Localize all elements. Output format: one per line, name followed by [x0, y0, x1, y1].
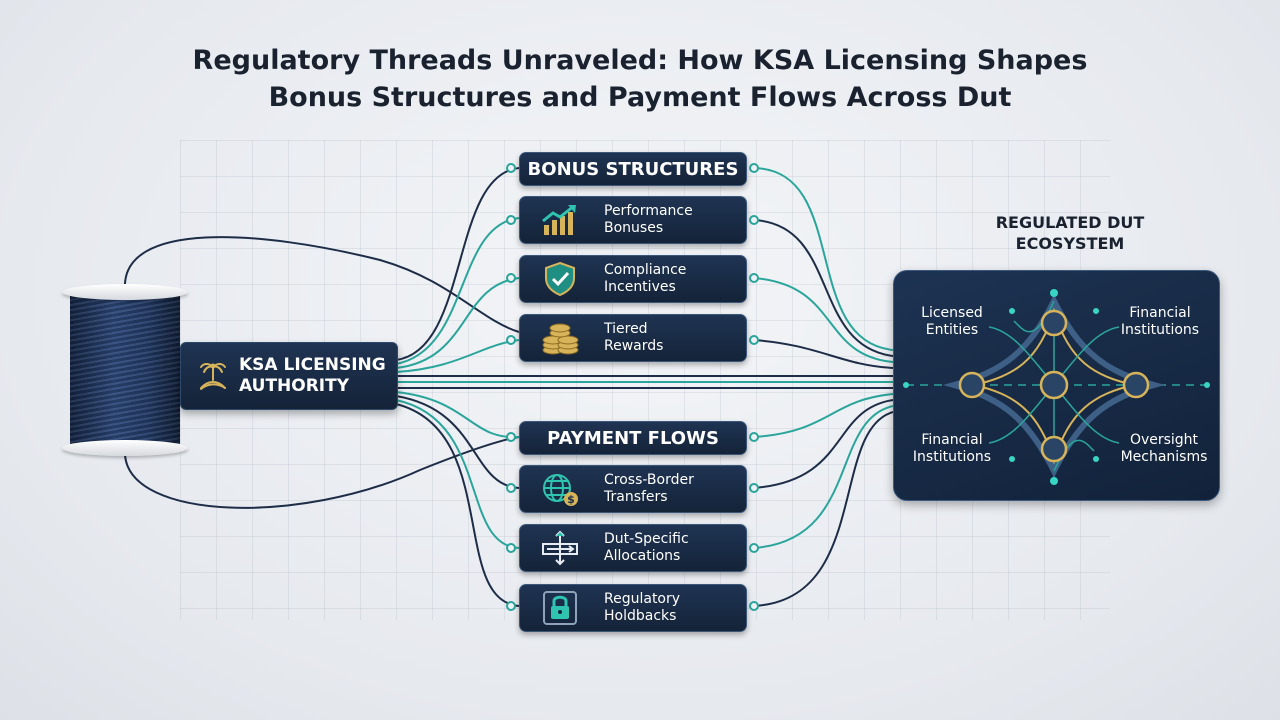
compliance-line-1: Compliance [604, 262, 687, 278]
allocation-arrows-icon [538, 530, 582, 566]
bonus-structures-header: BONUS STRUCTURES [519, 152, 747, 186]
performance-line-1: Performance [604, 203, 693, 219]
payment-flows-header: PAYMENT FLOWS [519, 421, 747, 455]
holdbacks-line-2: Holdbacks [604, 608, 677, 624]
tiered-rewards-card: Tiered Rewards [519, 314, 747, 362]
oversight-line-2: Mechanisms [1120, 449, 1208, 465]
globe-dollar-icon: $ [538, 471, 582, 507]
holdbacks-line-1: Regulatory [604, 591, 681, 607]
performance-bonuses-card: Performance Bonuses [519, 196, 747, 244]
cross-border-transfers-card: $ Cross-Border Transfers [519, 465, 747, 513]
compliance-incentives-card: Compliance Incentives [519, 255, 747, 303]
licensed-entities-label: Licensed Entities [912, 305, 992, 339]
authority-line-2: AUTHORITY [239, 376, 350, 396]
shield-check-icon [538, 261, 582, 297]
compliance-line-2: Incentives [604, 279, 676, 295]
title-line-2: Bonus Structures and Payment Flows Acros… [268, 82, 1012, 113]
fin-top-line-1: Financial [1129, 305, 1191, 321]
authority-label: KSA LICENSING AUTHORITY [239, 355, 386, 397]
oversight-line-1: Oversight [1129, 432, 1199, 448]
spool-bottom-flange [62, 440, 188, 456]
tiered-line-1: Tiered [604, 321, 648, 337]
tiered-line-2: Rewards [604, 338, 664, 354]
licensed-line-2: Entities [925, 322, 979, 338]
cross-border-line-1: Cross-Border [604, 472, 694, 488]
title-line-1: Regulatory Threads Unraveled: How KSA Li… [192, 45, 1088, 76]
payment-flows-heading: PAYMENT FLOWS [547, 427, 719, 449]
allocations-line-1: Dut-Specific [604, 531, 689, 547]
regulatory-holdbacks-card: Regulatory Holdbacks [519, 584, 747, 632]
ecosystem-title-line-2: ECOSYSTEM [1015, 234, 1125, 253]
fin-top-line-2: Institutions [1120, 322, 1200, 338]
dut-specific-allocations-card: Dut-Specific Allocations [519, 524, 747, 572]
financial-institutions-top-label: Financial Institutions [1110, 305, 1210, 339]
oversight-mechanisms-label: Oversight Mechanisms [1112, 432, 1216, 466]
regulated-ecosystem-panel: Licensed Entities Financial Institutions… [893, 270, 1220, 501]
authority-line-1: KSA LICENSING [239, 355, 386, 375]
licensed-line-1: Licensed [921, 305, 983, 321]
growth-chart-icon [538, 202, 582, 238]
ecosystem-network-graphic [903, 289, 1210, 485]
performance-line-2: Bonuses [604, 220, 664, 236]
lock-icon [538, 590, 582, 626]
fin-bottom-line-1: Financial [921, 432, 983, 448]
cross-border-line-2: Transfers [604, 489, 668, 505]
bonus-structures-heading: BONUS STRUCTURES [527, 158, 739, 180]
ecosystem-title-line-1: REGULATED DUT [995, 213, 1145, 232]
ecosystem-title: REGULATED DUT ECOSYSTEM [940, 212, 1200, 254]
ksa-licensing-authority-box: KSA LICENSING AUTHORITY [180, 342, 398, 410]
palm-swords-emblem-icon [193, 356, 233, 396]
thread-spool [62, 284, 188, 456]
coin-stack-icon [538, 320, 582, 356]
spool-top-flange [62, 284, 188, 300]
financial-institutions-bottom-label: Financial Institutions [902, 432, 1002, 466]
allocations-line-2: Allocations [604, 548, 681, 564]
fin-bottom-line-2: Institutions [912, 449, 992, 465]
svg-text:$: $ [567, 493, 575, 506]
spool-thread [70, 294, 180, 444]
page-title: Regulatory Threads Unraveled: How KSA Li… [0, 42, 1280, 116]
